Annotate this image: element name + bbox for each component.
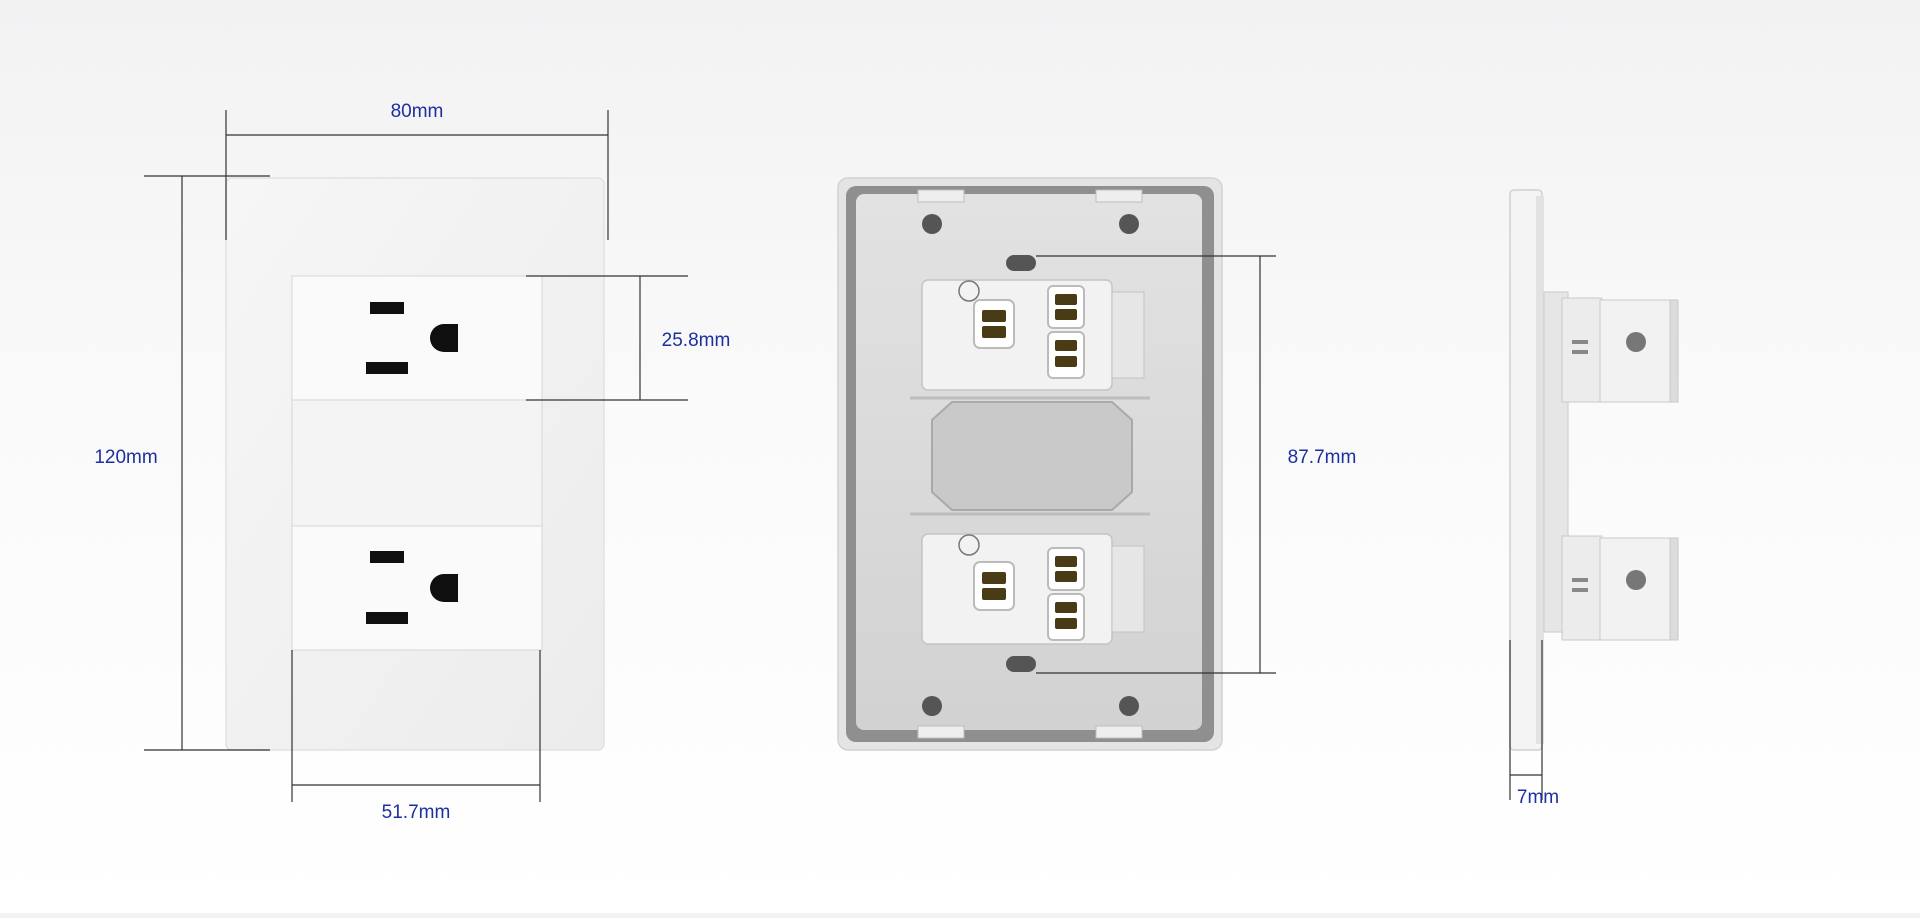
- clip-br: [1095, 725, 1143, 739]
- ground-terminal: [973, 299, 1015, 349]
- side-screw-bottom: [1626, 570, 1646, 590]
- ground-symbol: [958, 280, 980, 302]
- ground-hole: [430, 574, 458, 602]
- mount-slot-bottom: [1006, 656, 1036, 672]
- clip-tl: [917, 189, 965, 203]
- mount-slot-top: [1006, 255, 1036, 271]
- side-plate-edge: [1536, 196, 1544, 744]
- dimension-lines: [144, 110, 1543, 802]
- line-terminal: [1047, 547, 1085, 591]
- side-module-top: [1561, 297, 1679, 403]
- blank-module-middle: [291, 399, 543, 527]
- neutral-terminal: [1047, 331, 1085, 379]
- dim-back-height-label: 87.7mm: [1288, 447, 1357, 468]
- hot-slot: [366, 612, 408, 624]
- front-view: [225, 177, 605, 751]
- hot-slot: [366, 362, 408, 374]
- neutral-terminal: [1047, 593, 1085, 641]
- terminal-block-bottom: [921, 533, 1145, 645]
- outlet-top: [366, 302, 458, 374]
- mount-hole-tr: [1119, 214, 1139, 234]
- side-screw-top: [1626, 332, 1646, 352]
- mount-hole-bl: [922, 696, 942, 716]
- receptacle-module-top: [291, 275, 543, 401]
- clip-tr: [1095, 189, 1143, 203]
- dim-width-label: 80mm: [391, 101, 444, 122]
- neutral-slot: [370, 551, 404, 563]
- center-label-plate: [931, 401, 1133, 511]
- clip-bl: [917, 725, 965, 739]
- dim-module-width-label: 51.7mm: [382, 802, 451, 823]
- side-view: [1509, 189, 1679, 751]
- dimension-labels: 80mm 120mm 25.8mm 51.7mm 87.7mm 7mm: [94, 101, 1559, 823]
- ground-hole: [430, 324, 458, 352]
- dim-height-label: 120mm: [94, 447, 157, 468]
- line-terminal: [1047, 285, 1085, 329]
- dim-depth-label: 7mm: [1517, 787, 1559, 808]
- receptacle-module-bottom: [291, 525, 543, 651]
- dim-module-height-label: 25.8mm: [662, 330, 731, 351]
- mount-hole-br: [1119, 696, 1139, 716]
- mount-hole-tl: [922, 214, 942, 234]
- side-module-bottom: [1561, 535, 1679, 641]
- ground-symbol: [958, 534, 980, 556]
- terminal-block-top: [921, 279, 1145, 391]
- back-view: [837, 177, 1223, 751]
- neutral-slot: [370, 302, 404, 314]
- ground-terminal: [973, 561, 1015, 611]
- outlet-bottom: [366, 551, 458, 624]
